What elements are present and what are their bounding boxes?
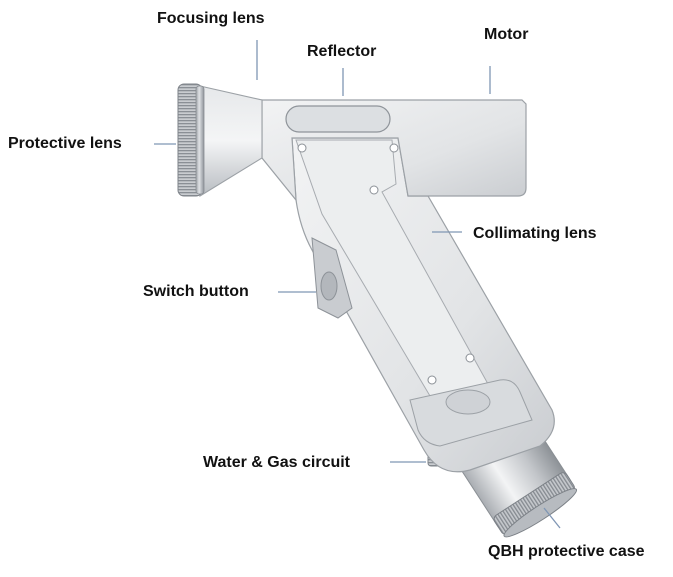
leader-lines [154,40,561,529]
label-focusing-lens: Focusing lens [157,10,265,27]
reflector-slot-shape [285,105,391,133]
label-protective-lens: Protective lens [8,135,122,152]
nose-cone-shape [199,85,263,197]
switch-button-shape [311,237,353,319]
label-water-gas-circuit: Water & Gas circuit [203,454,351,471]
label-motor: Motor [484,26,529,43]
screws [297,143,475,385]
label-switch-button: Switch button [143,283,249,300]
label-collimating-lens: Collimating lens [473,225,597,242]
label-qbh-protective-case: QBH protective case [488,543,645,560]
label-reflector: Reflector [307,43,377,60]
leader-qbh-case [543,507,561,529]
